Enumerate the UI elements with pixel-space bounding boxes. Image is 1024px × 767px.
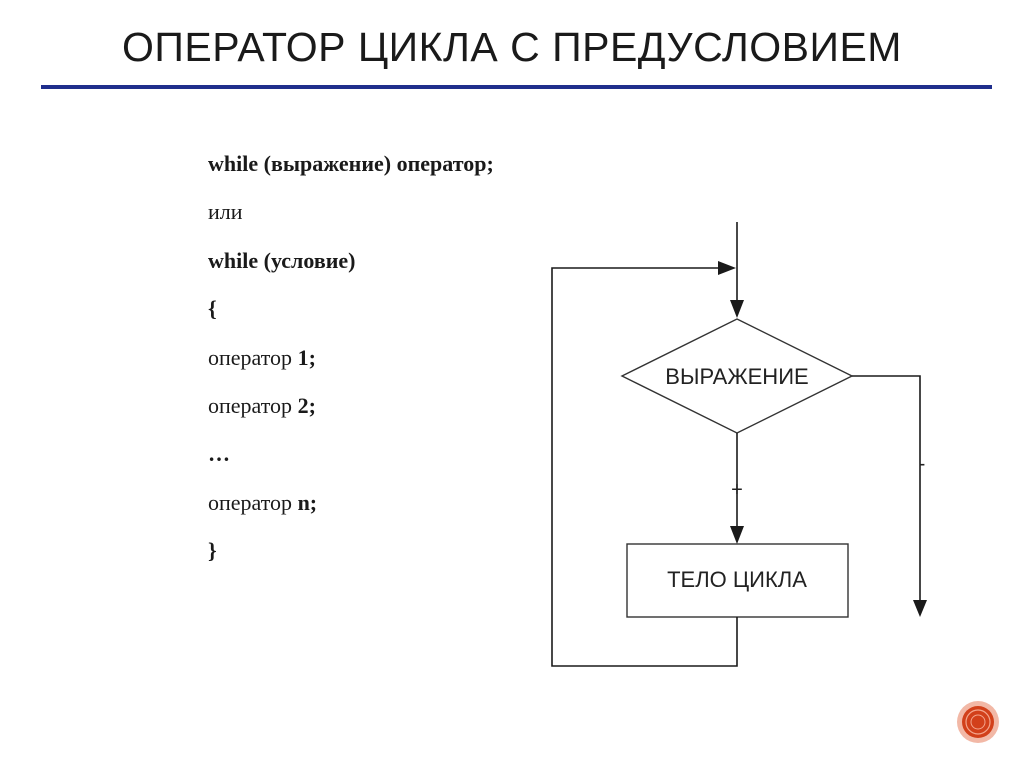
statement-number: n; (297, 489, 318, 515)
code-block: while (выражение) оператор; или while (у… (208, 150, 494, 586)
code-line-close-brace: } (208, 538, 217, 564)
slide-badge-icon (957, 701, 999, 743)
keyword-while: while (208, 247, 259, 273)
code-line-1: while (выражение) оператор; (208, 150, 494, 198)
false-arrowhead-icon (913, 600, 927, 617)
slide-title: ОПЕРАТОР ЦИКЛА С ПРЕДУСЛОВИЕМ (122, 24, 902, 70)
code-line-statement-2: оператор 2; (208, 392, 494, 440)
statement-text: оператор (208, 392, 298, 418)
code-line-statement-n: оператор n; (208, 489, 494, 537)
while-condition-syntax: (условие) (258, 247, 356, 273)
statement-text: оператор (208, 344, 298, 370)
loop-back-arrowhead-icon (718, 261, 736, 275)
title-underline (41, 85, 992, 89)
false-branch-line (852, 375, 921, 600)
code-line-statement-1: оператор 1; (208, 344, 494, 392)
code-line-ellipsis: … (208, 441, 230, 467)
loop-body-box (626, 543, 849, 618)
code-line-2: или (208, 199, 243, 225)
loop-body-label: ТЕЛО ЦИКЛА (667, 567, 807, 592)
code-line-open-brace: { (208, 296, 217, 322)
true-branch-sign: + (731, 479, 743, 501)
false-branch-sign: - (919, 453, 926, 475)
statement-text: оператор (208, 489, 298, 515)
loop-back-line (551, 267, 738, 667)
true-arrowhead-icon (730, 526, 744, 544)
while-expression-syntax: (выражение) оператор; (258, 151, 494, 176)
code-line-3: while (условие) (208, 247, 494, 295)
condition-label: ВЫРАЖЕНИЕ (665, 364, 808, 389)
statement-number: 2; (297, 392, 316, 418)
keyword-while: while (208, 151, 259, 176)
entry-arrowhead-icon (730, 300, 744, 318)
statement-number: 1; (297, 344, 316, 370)
